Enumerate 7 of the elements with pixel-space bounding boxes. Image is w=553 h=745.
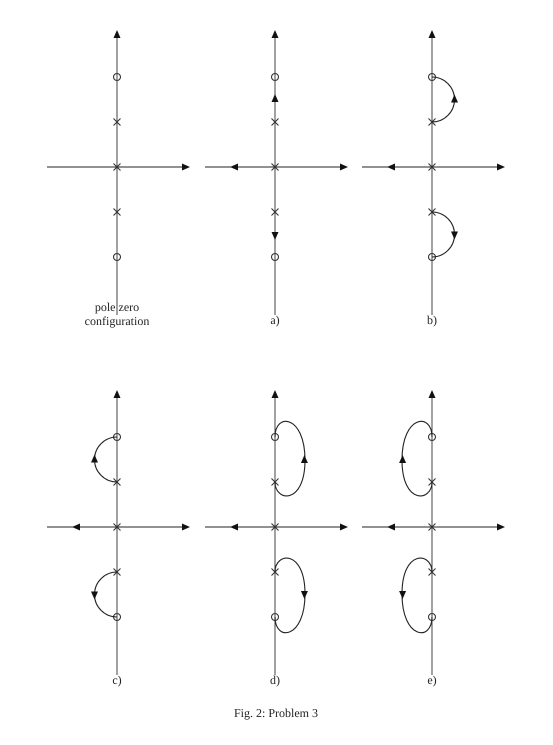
panel-label: d) [270, 673, 280, 687]
figure-caption: Fig. 2: Problem 3 [234, 706, 318, 720]
panel-label: a) [270, 313, 280, 327]
panel-label: e) [427, 673, 437, 687]
panel-label: c) [112, 673, 122, 687]
panel-label: pole zero configuration [84, 300, 150, 328]
panel-label: b) [427, 313, 437, 327]
